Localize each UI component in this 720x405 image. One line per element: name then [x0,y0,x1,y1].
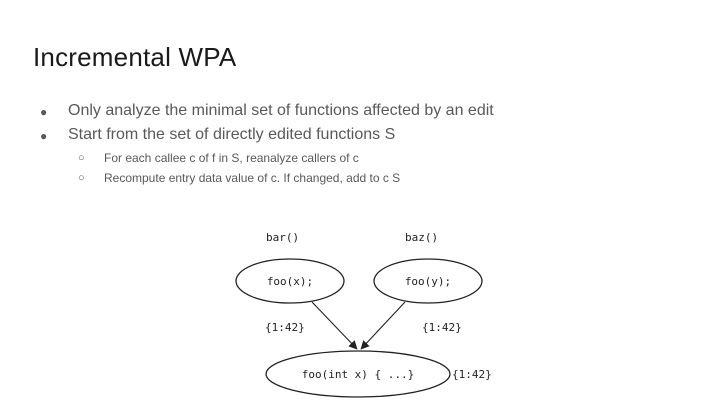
sub-bullet-text: For each callee c of f in S, reanalyze c… [104,151,359,165]
hollow-circle-icon: ○ [78,152,85,164]
bullet-item: ● Only analyze the minimal set of functi… [40,101,494,125]
bullet-dot-icon: ● [40,105,48,119]
bullet-item: ● Start from the set of directly edited … [40,125,494,149]
sub-bullet-item: ○ Recompute entry data value of c. If ch… [78,170,400,190]
caller-body-baz: foo(y); [405,275,451,288]
caller-node-baz [373,258,483,304]
callee-entry-label: {1:42} [452,368,492,381]
caller-label-baz: baz() [405,231,438,244]
bullet-text: Start from the set of directly edited fu… [68,126,396,143]
caller-label-bar: bar() [266,231,299,244]
slide-title: Incremental WPA [33,42,237,72]
bullet-text: Only analyze the minimal set of function… [68,102,494,119]
bullet-list: ● Only analyze the minimal set of functi… [40,101,494,149]
edge-label-baz: {1:42} [422,321,462,334]
caller-node-bar [235,258,345,304]
hollow-circle-icon: ○ [78,172,85,184]
sub-bullet-list: ○ For each callee c of f in S, reanalyze… [78,150,400,190]
edge-label-bar: {1:42} [265,321,305,334]
call-edge-baz [360,301,406,350]
callee-node-foo [265,350,451,398]
callee-body-foo: foo(int x) { ...} [302,368,415,381]
caller-body-bar: foo(x); [267,275,313,288]
sub-bullet-text: Recompute entry data value of c. If chan… [104,171,401,185]
bullet-dot-icon: ● [40,129,48,143]
sub-bullet-item: ○ For each callee c of f in S, reanalyze… [78,150,400,170]
call-edge-bar [311,301,358,350]
